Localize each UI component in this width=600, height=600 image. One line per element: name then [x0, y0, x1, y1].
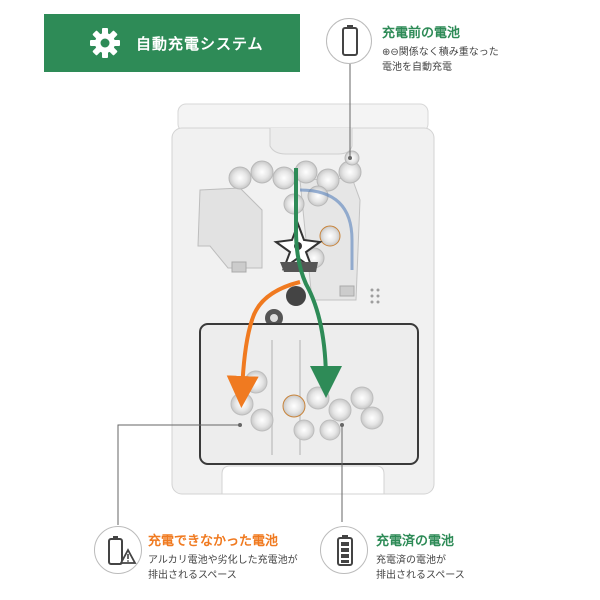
battery-full-icon-circle — [320, 526, 368, 574]
callout-failed-line-1: アルカリ電池や劣化した充電池が — [148, 555, 298, 566]
title-text: 自動充電システム — [136, 34, 264, 53]
green-flow-arrow — [294, 168, 342, 398]
warning-battery-icon — [108, 536, 137, 565]
battery-full-icon — [337, 535, 353, 566]
orange-flow-arrow — [226, 280, 301, 408]
callout-charged-line-1: 充電済の電池が — [376, 555, 446, 566]
callout-before-charge: 充電前の電池 ⊕⊖関係なく積み重なった 電池を自動充電 — [382, 22, 592, 75]
callout-charged-heading: 充電済の電池 — [376, 534, 455, 549]
callout-before-line-2: 電池を自動充電 — [382, 62, 452, 73]
callout-failed-line-2: 排出されるスペース — [148, 570, 237, 581]
title-banner: 自動充電システム — [44, 14, 300, 72]
gear-icon — [90, 28, 120, 58]
battery-stack — [228, 150, 362, 269]
callout-failed-heading: 充電できなかった電池 — [148, 534, 279, 549]
device-foot — [221, 465, 385, 495]
battery-empty-icon — [342, 25, 358, 56]
callout-before-heading: 充電前の電池 — [382, 26, 461, 41]
feed-channel — [299, 188, 354, 270]
callout-charged: 充電済の電池 充電済の電池が 排出されるスペース — [376, 530, 586, 583]
battery-empty-icon-circle — [326, 18, 372, 64]
speaker-grille — [370, 288, 380, 304]
callout-charged-line-2: 排出されるスペース — [376, 570, 465, 581]
callout-before-line-1: ⊕⊖関係なく積み重なった — [382, 47, 499, 58]
leader-lines — [117, 64, 351, 525]
callout-failed-charge: 充電できなかった電池 アルカリ電池や劣化した充電池が 排出されるスペース — [148, 530, 338, 583]
warning-battery-icon-circle — [94, 526, 142, 574]
